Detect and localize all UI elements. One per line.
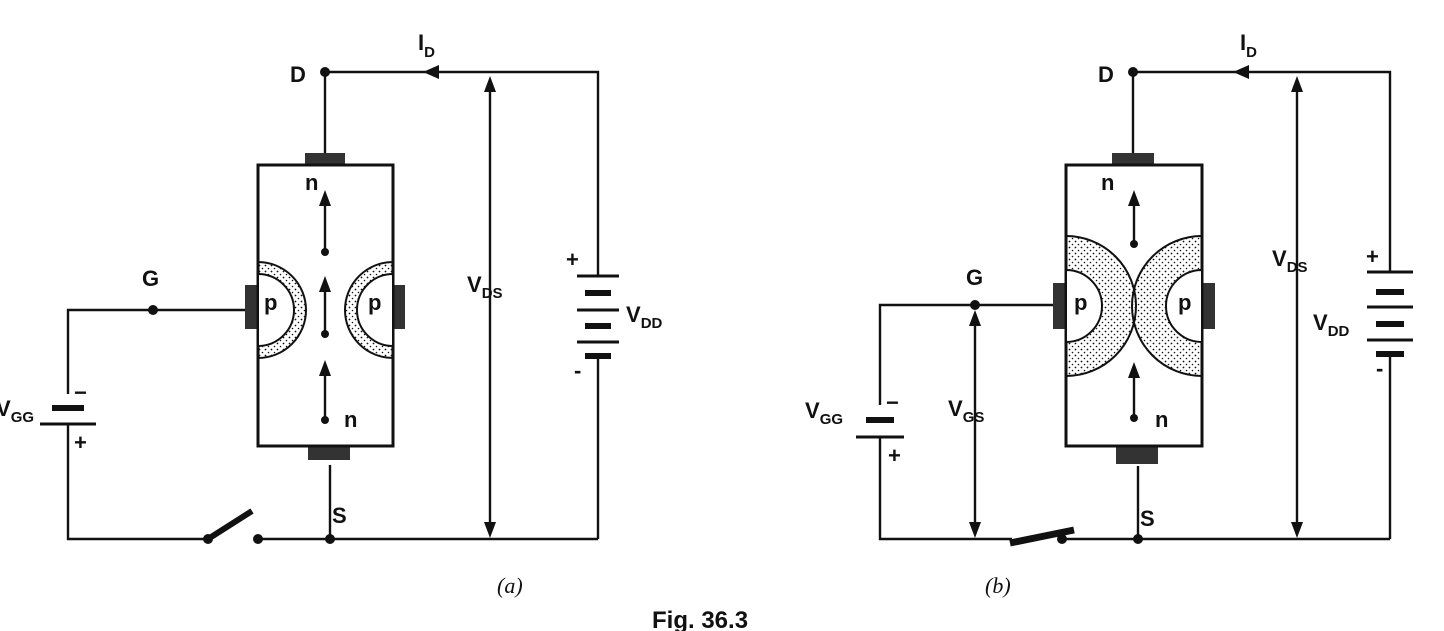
electron-flow-a	[319, 190, 331, 424]
vdd-minus-b: -	[1376, 356, 1383, 381]
source-node-a	[325, 534, 335, 544]
figure-caption: Fig. 36.3	[652, 607, 748, 631]
vdd-label-a: VDD	[626, 302, 663, 332]
gate-wire-b	[878, 303, 1053, 405]
battery-vgg-b	[856, 417, 904, 439]
vds-arrow-b	[1291, 76, 1303, 538]
vdd-minus-a: -	[574, 358, 581, 383]
vgg-label-a: VGG	[0, 396, 34, 426]
source-contact-a	[308, 446, 350, 460]
p-region-left-b	[1065, 234, 1137, 378]
n-label-top-a: n	[305, 170, 318, 195]
caption-a: (a)	[497, 573, 523, 598]
drain-label-b: D	[1098, 62, 1114, 87]
gate-contact-left-b	[1053, 283, 1066, 329]
vgg-minus-b: −	[886, 390, 899, 415]
gate-wire-a	[66, 308, 245, 394]
caption-b: (b)	[985, 573, 1011, 598]
vgs-arrow-b	[969, 310, 981, 538]
p-region-right-a	[344, 260, 393, 360]
vds-label-a: VDS	[467, 272, 503, 302]
id-label-b: ID	[1240, 30, 1257, 61]
gate-contact-left-a	[245, 285, 258, 329]
current-arrow-a	[423, 65, 439, 79]
ground-wire-b	[1136, 466, 1390, 541]
n-label-bottom-b: n	[1155, 407, 1168, 432]
vgg-minus-a: −	[74, 380, 87, 405]
p-region-left-a	[257, 260, 307, 360]
vgg-label-b: VGG	[805, 398, 843, 428]
ground-wire-a	[328, 465, 598, 541]
drain-contact-a	[305, 153, 345, 165]
source-contact-b	[1116, 446, 1158, 464]
gate-label-b: G	[966, 265, 983, 290]
diagram-b: D ID n n p p G S VDS VDD + - VGS VGG − +…	[805, 30, 1413, 598]
n-label-bottom-a: n	[344, 407, 357, 432]
drain-label-a: D	[290, 62, 306, 87]
switch-b	[1009, 526, 1075, 547]
drain-terminal-b	[1128, 67, 1138, 77]
gate-return-wire-a	[66, 425, 208, 541]
gate-label-a: G	[142, 266, 159, 291]
gate-contact-right-b	[1202, 283, 1215, 329]
source-node-b	[1133, 534, 1143, 544]
gate-terminal-a	[148, 305, 158, 315]
gate-terminal-b	[970, 300, 980, 310]
electron-flow-b	[1128, 190, 1140, 422]
n-label-top-b: n	[1101, 170, 1114, 195]
vdd-plus-a: +	[566, 247, 579, 272]
vdd-label-b: VDD	[1313, 310, 1350, 340]
vds-label-b: VDS	[1272, 246, 1308, 276]
p-label-left-b: p	[1074, 290, 1087, 315]
source-label-b: S	[1140, 506, 1155, 531]
id-label-a: ID	[418, 30, 435, 61]
source-label-a: S	[332, 503, 347, 528]
diagram-a: D ID n n p p G S VDS VDD + - VGG − + (a)	[0, 30, 663, 598]
p-region-right-b	[1131, 234, 1202, 378]
vdd-plus-b: +	[1366, 244, 1379, 269]
p-label-right-a: p	[368, 290, 381, 315]
drain-contact-b	[1112, 153, 1154, 165]
gate-contact-right-a	[393, 285, 405, 329]
current-arrow-b	[1233, 65, 1249, 79]
drain-wire-a	[323, 70, 600, 276]
drain-wire-b	[1131, 70, 1392, 272]
gate-return-wire-b	[878, 438, 1012, 541]
drain-terminal-a	[320, 67, 330, 77]
vds-arrow-a	[484, 76, 496, 538]
battery-vgg-a	[40, 405, 96, 426]
vgg-plus-a: +	[74, 430, 87, 455]
battery-vdd-a	[577, 274, 619, 359]
switch-a	[203, 508, 263, 544]
vgg-plus-b: +	[888, 443, 901, 468]
battery-vdd-b	[1367, 270, 1413, 357]
p-label-right-b: p	[1178, 290, 1191, 315]
p-label-left-a: p	[264, 290, 277, 315]
vgs-label-b: VGS	[948, 396, 984, 426]
